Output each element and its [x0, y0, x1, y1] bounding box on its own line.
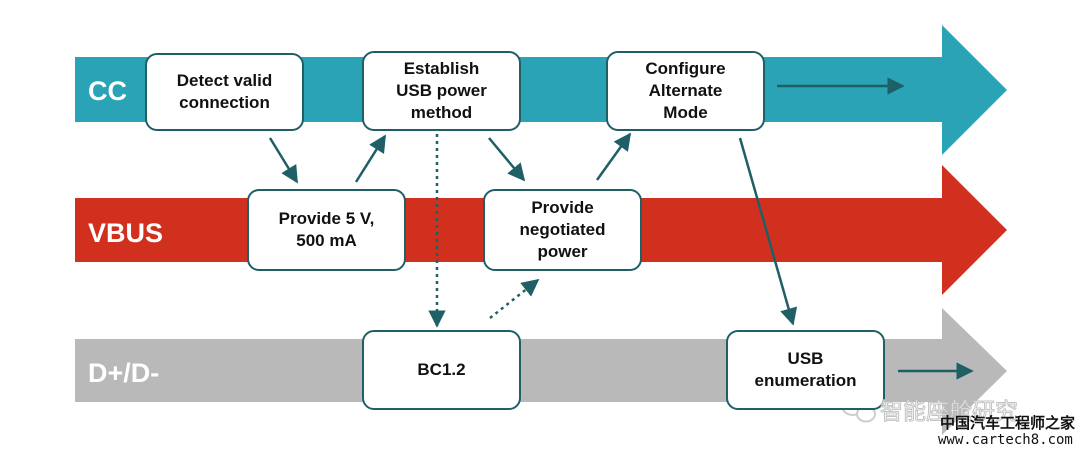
step-detect-valid-connection: Detect valid connection	[145, 53, 304, 131]
arrow-negotiated-to-configure	[595, 132, 632, 181]
watermark-site-url: www.cartech8.com	[938, 432, 1073, 448]
lane-label-cc: CC	[88, 76, 127, 106]
watermark-site-cn: 中国汽车工程师之家	[940, 414, 1076, 432]
lane-label-vbus: VBUS	[88, 218, 164, 248]
cc-lane-arrow	[75, 25, 1007, 155]
step-establish-usb-power-method: Establish USB power method	[362, 51, 521, 131]
step-bc12: BC1.2	[362, 330, 521, 410]
step-provide-negotiated-power: Provide negotiated power	[483, 189, 642, 271]
step-configure-alternate-mode: Configure Alternate Mode	[606, 51, 765, 131]
arrow-establish-to-negotiated	[488, 137, 526, 182]
arrow-configure-to-enumeration	[738, 137, 798, 326]
watermark-channel: 智能座舱研究	[880, 399, 1019, 426]
step-provide-5v-500ma: Provide 5 V, 500 mA	[247, 189, 406, 271]
arrow-provide5v-to-establish	[354, 134, 387, 183]
arrow-detect-to-provide5v	[268, 137, 299, 184]
step-usb-enumeration: USB enumeration	[726, 330, 885, 410]
lane-label-dplus-dminus: D+/D-	[88, 358, 160, 388]
dotted-arrow-bc12-to-negotiated	[489, 278, 540, 319]
